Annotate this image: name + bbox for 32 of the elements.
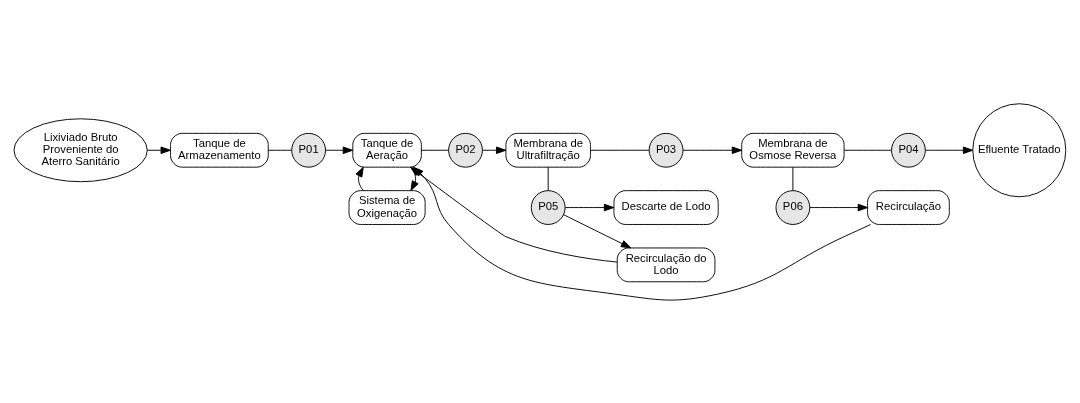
arrow [682,146,743,154]
arrow [146,146,171,154]
connector [420,149,449,151]
node-circle: P02 [448,132,483,168]
node-circle: P01 [291,132,326,168]
node-box: Tanque de Armazenamento [170,132,269,168]
arrow [563,213,632,248]
connector [267,149,293,151]
node-box: Membrana de Ultrafiltração [505,132,591,168]
arrow [482,146,507,154]
node-circle: P06 [775,189,811,225]
node-circle: P04 [891,132,926,168]
arrow [809,203,868,211]
connector [547,166,549,191]
node-circle: P05 [530,189,566,225]
node-box: Sistema de Oxigenação [348,189,426,225]
node-box: Recirculação [867,189,950,225]
arrow [413,166,872,301]
node-ellipse: Lixiviado Bruto Proveniente do Aterro Sanitário [13,117,148,182]
connector [843,149,892,151]
arrow [925,146,974,154]
connector [792,166,794,191]
node-box: Descarte de Lodo [613,189,719,225]
node-circle: Efluente Tratado [972,102,1067,197]
connector [590,149,650,151]
arrow [564,203,615,211]
arrow [325,146,354,154]
arrow [355,166,364,191]
node-box: Recirculação do Lodo [616,247,716,282]
node-box: Membrana de Osmose Reversa [741,132,845,168]
node-box: Tanque de Aeração [352,132,422,168]
node-circle: P03 [648,132,684,168]
